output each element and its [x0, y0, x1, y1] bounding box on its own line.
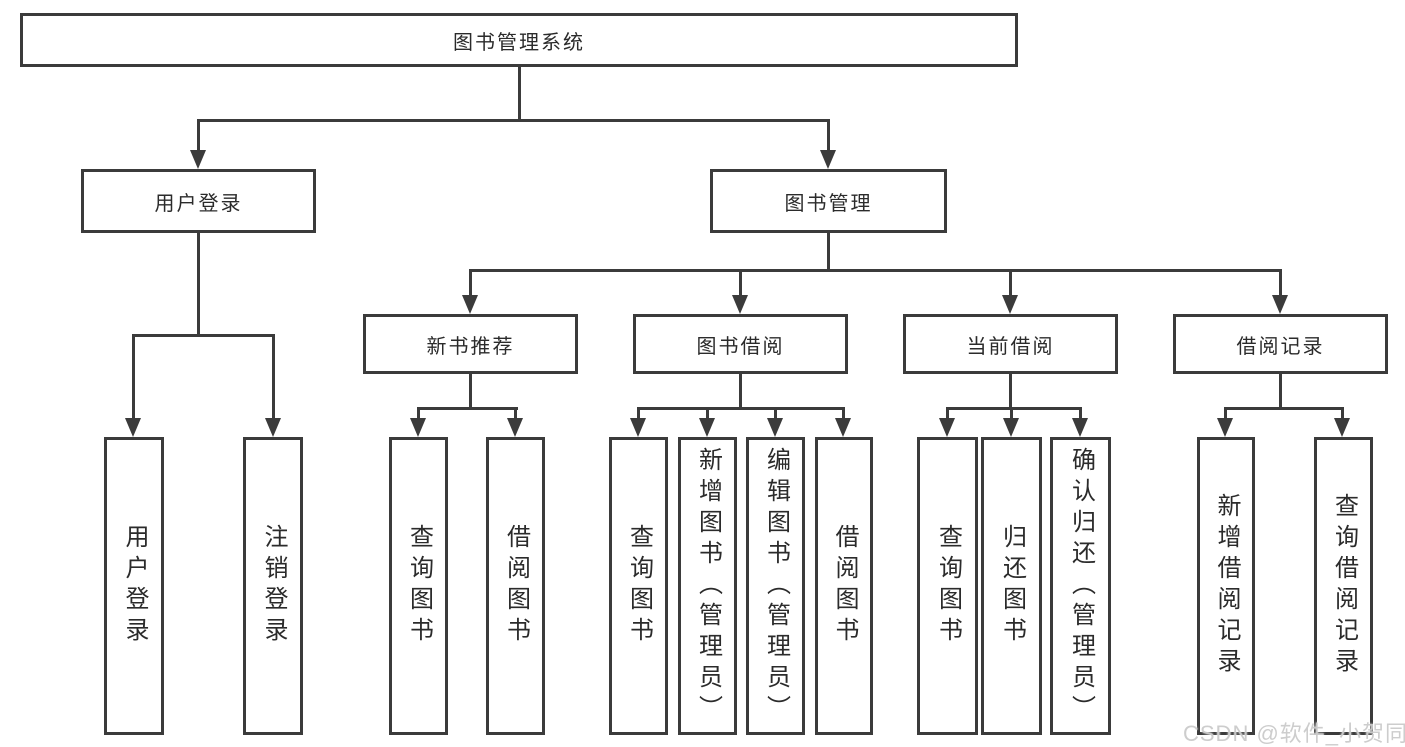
- watermark: CSDN @软件_小贺同学: [1183, 721, 1405, 746]
- arrow-down-icon: [125, 418, 141, 437]
- connector-line: [469, 374, 472, 410]
- leaf-borrowing-add-books-admin: 新增图书（管理员）: [678, 437, 737, 735]
- leaf-borrowing-edit-books-admin-label: 编辑图书（管理员）: [762, 446, 790, 726]
- connector-line: [739, 374, 742, 410]
- arrow-down-icon: [699, 418, 715, 437]
- arrow-down-icon: [939, 418, 955, 437]
- arrow-down-icon: [410, 418, 426, 437]
- connector-line: [637, 407, 844, 410]
- connector-line: [132, 334, 275, 337]
- connector-line: [518, 64, 521, 122]
- node-root-label: 图书管理系统: [453, 31, 585, 54]
- connector-line: [1279, 269, 1282, 296]
- connector-line: [946, 407, 1080, 410]
- connector-line: [197, 233, 200, 337]
- leaf-recommend-borrow-books-label: 借阅图书: [502, 524, 530, 648]
- arrow-down-icon: [462, 295, 478, 314]
- leaf-current-return-books: 归还图书: [981, 437, 1042, 735]
- node-book-management-label: 图书管理: [784, 192, 873, 215]
- node-book-borrowing-label: 图书借阅: [696, 335, 785, 358]
- node-root: 图书管理系统: [20, 13, 1018, 67]
- connector-line: [1224, 407, 1227, 419]
- leaf-borrowing-edit-books-admin: 编辑图书（管理员）: [746, 437, 805, 735]
- node-borrowing-records-label: 借阅记录: [1236, 335, 1325, 358]
- leaf-borrowing-query-books-label: 查询图书: [625, 524, 653, 648]
- leaf-records-add-record-label: 新增借阅记录: [1213, 493, 1240, 679]
- arrow-down-icon: [835, 418, 851, 437]
- leaf-user-login: 用户登录: [104, 437, 164, 735]
- connector-line: [197, 119, 200, 152]
- leaf-borrowing-query-books: 查询图书: [609, 437, 668, 735]
- connector-line: [1010, 407, 1013, 419]
- connector-line: [739, 269, 742, 296]
- connector-line: [774, 407, 777, 419]
- arrow-down-icon: [1002, 295, 1018, 314]
- leaf-user-login-label: 用户登录: [121, 524, 148, 648]
- leaf-logout: 注销登录: [243, 437, 303, 735]
- node-new-book-recommend-label: 新书推荐: [426, 335, 515, 358]
- connector-line: [197, 119, 830, 122]
- leaf-current-return-books-label: 归还图书: [998, 524, 1026, 648]
- leaf-borrowing-borrow-books: 借阅图书: [815, 437, 873, 735]
- connector-line: [1009, 269, 1012, 296]
- leaf-recommend-query-books: 查询图书: [389, 437, 448, 735]
- connector-line: [1224, 407, 1343, 410]
- leaf-borrowing-borrow-books-label: 借阅图书: [831, 524, 858, 648]
- arrow-down-icon: [1217, 418, 1233, 437]
- leaf-borrowing-add-books-admin-label: 新增图书（管理员）: [694, 446, 722, 726]
- node-user-login-label: 用户登录: [154, 192, 243, 215]
- connector-line: [417, 407, 518, 410]
- leaf-records-query-record-label: 查询借阅记录: [1330, 493, 1358, 679]
- arrow-down-icon: [507, 418, 523, 437]
- connector-line: [1341, 407, 1344, 419]
- connector-line: [827, 119, 830, 152]
- connector-line: [417, 407, 420, 419]
- arrow-down-icon: [732, 295, 748, 314]
- arrow-down-icon: [1003, 418, 1019, 437]
- connector-line: [637, 407, 640, 419]
- connector-line: [469, 269, 472, 296]
- leaf-recommend-query-books-label: 查询图书: [405, 524, 433, 648]
- leaf-recommend-borrow-books: 借阅图书: [486, 437, 545, 735]
- node-borrowing-records: 借阅记录: [1173, 314, 1388, 374]
- node-user-login: 用户登录: [81, 169, 316, 233]
- arrow-down-icon: [265, 418, 281, 437]
- leaf-current-query-books-label: 查询图书: [934, 524, 962, 648]
- connector-line: [469, 269, 1282, 272]
- arrow-down-icon: [1334, 418, 1350, 437]
- connector-line: [272, 334, 275, 419]
- connector-line: [842, 407, 845, 419]
- connector-line: [1279, 374, 1282, 410]
- connector-line: [827, 233, 830, 272]
- connector-line: [1079, 407, 1082, 419]
- connector-line: [946, 407, 949, 419]
- leaf-current-query-books: 查询图书: [917, 437, 978, 735]
- arrow-down-icon: [1272, 295, 1288, 314]
- connector-line: [706, 407, 709, 419]
- arrow-down-icon: [767, 418, 783, 437]
- leaf-records-query-record: 查询借阅记录: [1314, 437, 1373, 735]
- arrow-down-icon: [1072, 418, 1088, 437]
- node-current-borrowing-label: 当前借阅: [966, 335, 1055, 358]
- leaf-current-confirm-return-admin-label: 确认归还（管理员）: [1067, 446, 1095, 726]
- node-book-borrowing: 图书借阅: [633, 314, 848, 374]
- connector-line: [1009, 374, 1012, 410]
- arrow-down-icon: [630, 418, 646, 437]
- leaf-records-add-record: 新增借阅记录: [1197, 437, 1255, 735]
- node-current-borrowing: 当前借阅: [903, 314, 1118, 374]
- arrow-down-icon: [190, 150, 206, 169]
- leaf-logout-label: 注销登录: [260, 524, 287, 648]
- leaf-current-confirm-return-admin: 确认归还（管理员）: [1050, 437, 1111, 735]
- connector-line: [514, 407, 517, 419]
- connector-line: [132, 334, 135, 419]
- node-book-management: 图书管理: [710, 169, 947, 233]
- arrow-down-icon: [820, 150, 836, 169]
- node-new-book-recommend: 新书推荐: [363, 314, 578, 374]
